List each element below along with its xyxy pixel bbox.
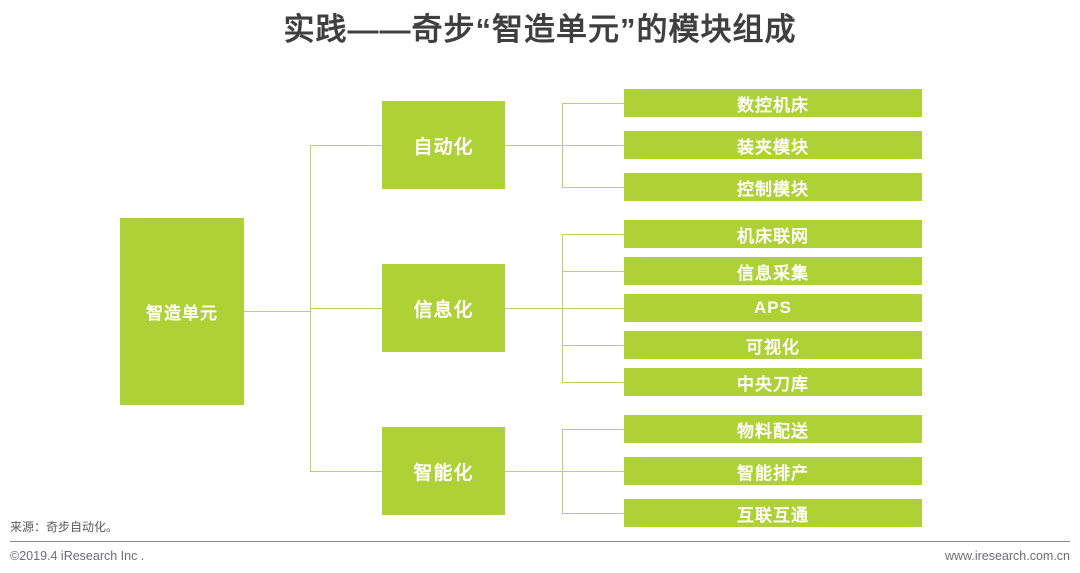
node-branch-intelligence-label: 智能化 — [413, 462, 474, 484]
leaf-node-label: 物料配送 — [737, 421, 809, 441]
leaf-node-label: 中央刀库 — [737, 374, 809, 394]
website-text: www.iresearch.com.cn — [944, 549, 1070, 563]
node-branch-informatization[interactable]: 信息化 — [382, 264, 505, 352]
connector-spine-to-branch-3 — [310, 471, 383, 472]
connector-branch-1-stem — [505, 145, 563, 146]
connector-branch-3-leaf-1 — [562, 429, 625, 430]
connector-branch-2-leaf-2 — [562, 271, 625, 272]
leaf-node-label: 控制模块 — [737, 179, 809, 199]
leaf-node[interactable]: 装夹模块 — [624, 131, 922, 159]
connector-branch-2-leaf-5 — [562, 382, 625, 383]
connector-spine-to-branch-1 — [310, 145, 383, 146]
leaf-node-label: APS — [754, 298, 792, 317]
node-root[interactable]: 智造单元 — [120, 218, 244, 405]
node-branch-intelligence[interactable]: 智能化 — [382, 427, 505, 515]
leaf-node[interactable]: 机床联网 — [624, 220, 922, 248]
leaf-node[interactable]: 可视化 — [624, 331, 922, 359]
leaf-node-label: 智能排产 — [737, 463, 809, 483]
connector-branch-3-leaf-2 — [562, 471, 625, 472]
connector-root-to-spine — [244, 311, 311, 312]
connector-branch-2-leaf-4 — [562, 345, 625, 346]
leaf-node[interactable]: 信息采集 — [624, 257, 922, 285]
connector-branch-2-leaf-3 — [562, 308, 625, 309]
leaf-node[interactable]: APS — [624, 294, 922, 322]
node-branch-informatization-label: 信息化 — [413, 299, 474, 321]
connector-branch-3-leaf-3 — [562, 513, 625, 514]
node-root-label: 智造单元 — [146, 304, 218, 323]
leaf-node[interactable]: 智能排产 — [624, 457, 922, 485]
leaf-node[interactable]: 数控机床 — [624, 89, 922, 117]
leaf-node-label: 装夹模块 — [737, 137, 809, 157]
connector-branch-1-leaf-2 — [562, 145, 625, 146]
leaf-node[interactable]: 控制模块 — [624, 173, 922, 201]
leaf-node-label: 互联互通 — [737, 505, 809, 525]
connector-branch-3-stem — [505, 471, 563, 472]
leaf-node[interactable]: 中央刀库 — [624, 368, 922, 396]
leaf-node-label: 机床联网 — [737, 226, 809, 246]
leaf-node[interactable]: 物料配送 — [624, 415, 922, 443]
leaf-node[interactable]: 互联互通 — [624, 499, 922, 527]
node-branch-automation-label: 自动化 — [413, 136, 474, 158]
source-note: 来源：奇步自动化。 — [10, 520, 119, 534]
leaf-node-label: 信息采集 — [737, 263, 809, 283]
leaf-node-label: 数控机床 — [737, 95, 809, 115]
leaf-node-label: 可视化 — [746, 337, 800, 357]
connector-branch-2-leaf-1 — [562, 234, 625, 235]
footer-divider — [10, 541, 1070, 542]
connector-branch-2-stem — [505, 308, 563, 309]
node-branch-automation[interactable]: 自动化 — [382, 101, 505, 189]
connector-branch-1-leaf-1 — [562, 103, 625, 104]
connector-spine-to-branch-2 — [310, 308, 383, 309]
connector-branch-1-leaf-3 — [562, 187, 625, 188]
page-title: 实践——奇步“智造单元”的模块组成 — [283, 12, 797, 47]
copyright-text: ©2019.4 iResearch Inc . — [10, 549, 145, 563]
